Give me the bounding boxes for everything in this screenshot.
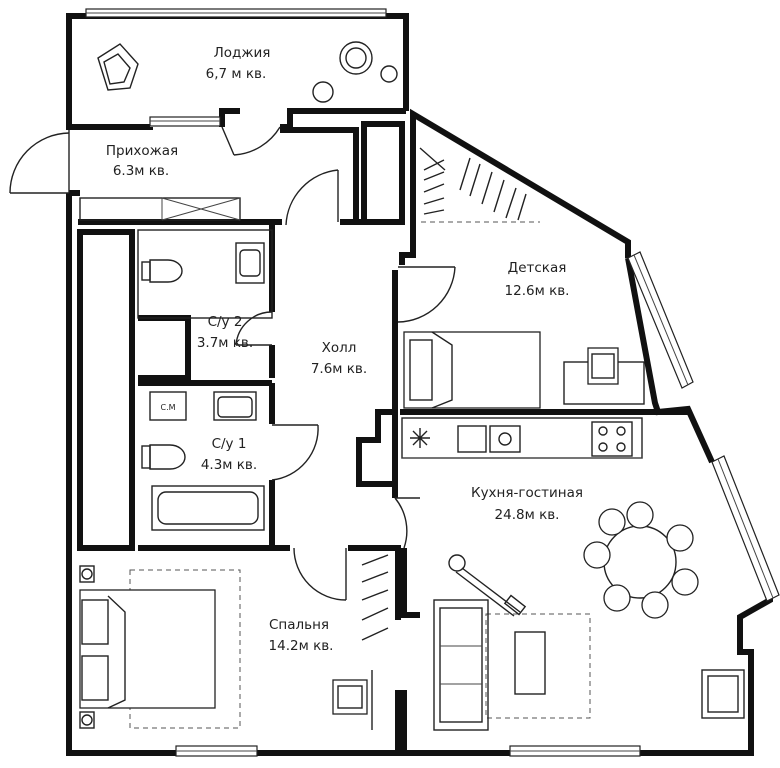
living-area <box>433 554 745 731</box>
dining-set <box>583 501 699 619</box>
loggia-furniture <box>97 41 398 103</box>
children-room-furniture <box>403 147 645 409</box>
label-hallway-area: 6.3м кв. <box>113 163 169 179</box>
label-bath2-name: С/у 2 <box>208 314 243 330</box>
label-children-area: 12.6м кв. <box>505 283 570 299</box>
label-hall-area: 7.6м кв. <box>311 361 367 377</box>
bathroom-1-fixtures <box>141 391 265 531</box>
room-labels: Лоджия 6,7 м кв. Прихожая 6.3м кв. Детск… <box>106 45 583 654</box>
label-hall-name: Холл <box>322 340 357 356</box>
entrance-wardrobe <box>79 197 241 221</box>
label-bath2-area: 3.7м кв. <box>197 335 253 351</box>
label-kitchen-name: Кухня-гостиная <box>471 485 583 501</box>
label-loggia-name: Лоджия <box>214 45 271 61</box>
label-bath1-area: 4.3м кв. <box>201 457 257 473</box>
label-loggia-area: 6,7 м кв. <box>206 66 267 82</box>
label-washing-machine: С.М <box>160 403 175 412</box>
windows <box>85 8 780 757</box>
label-children-name: Детская <box>508 260 567 276</box>
label-hallway-name: Прихожая <box>106 143 178 159</box>
label-kitchen-area: 24.8м кв. <box>495 507 560 523</box>
bathroom-2-fixtures <box>137 229 273 319</box>
label-bath1-name: С/у 1 <box>212 436 247 452</box>
label-bedroom-name: Спальня <box>269 617 329 633</box>
interior-walls <box>77 121 688 753</box>
bedroom-furniture <box>79 554 389 730</box>
doors <box>9 126 456 601</box>
kitchen-counter <box>401 417 643 459</box>
label-bedroom-area: 14.2м кв. <box>269 638 334 654</box>
